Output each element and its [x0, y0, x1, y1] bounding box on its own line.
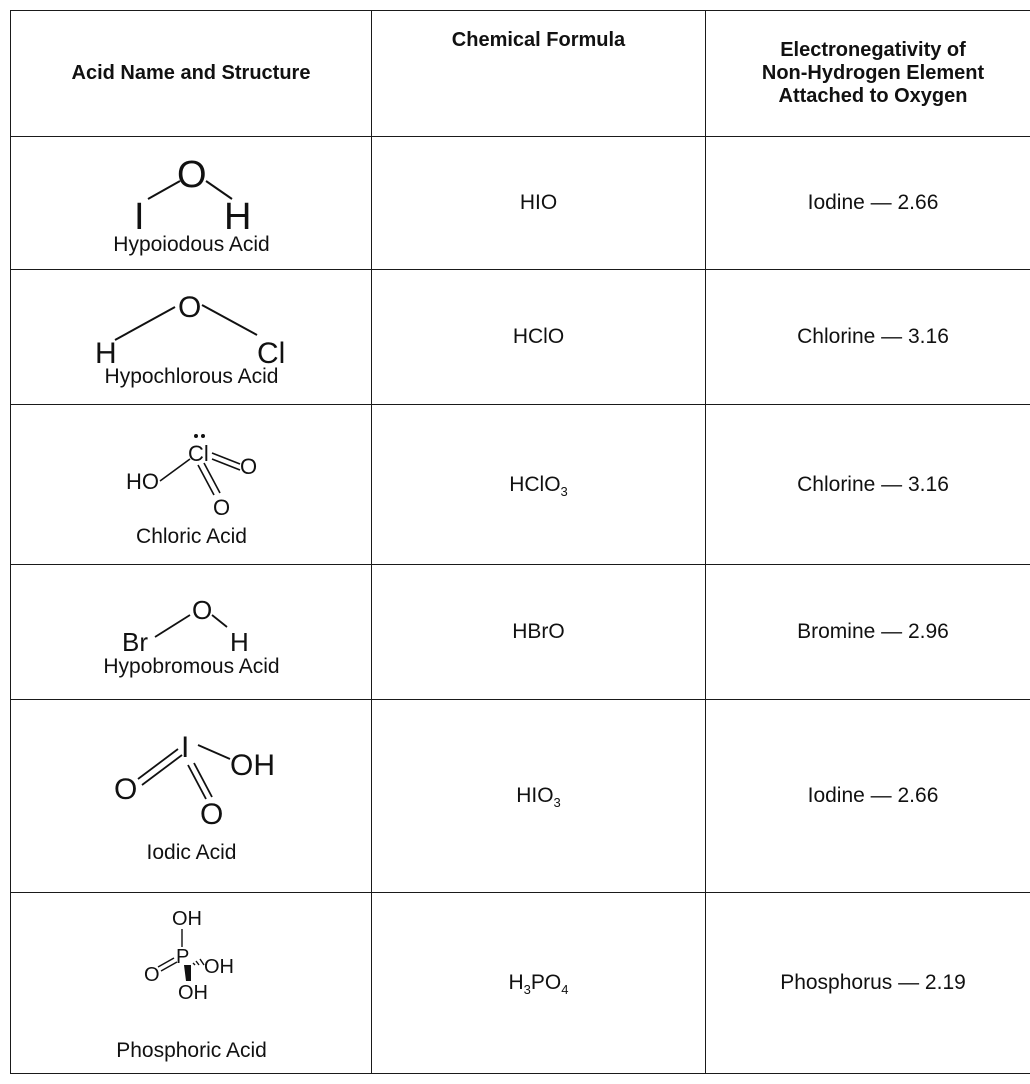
formula-cell: HBrO	[371, 564, 706, 700]
header-electronegativity-line1: Electronegativity of	[780, 39, 966, 61]
atom-label: Br	[122, 627, 148, 657]
acid-structure-cell: H O Cl Hypochlorous Acid	[10, 269, 372, 405]
atom-label: OH	[172, 908, 202, 930]
molecule-diagram: Br O H	[122, 595, 249, 657]
atom-label: O	[192, 595, 212, 625]
formula-cell: H3PO4	[371, 892, 706, 1074]
structure-hypobromous: Br O H Hypobromous Acid	[11, 585, 372, 679]
formula-cell: HIO	[371, 136, 706, 270]
chemical-formula: HIO	[519, 191, 558, 214]
atom-label: O	[213, 495, 230, 520]
electronegativity-cell: Chlorine — 3.16	[705, 404, 1030, 565]
table-row: O I OH O Iodic Acid HIO3 Iodine — 2.66	[10, 699, 1030, 893]
molecule-diagram: H O Cl	[95, 291, 285, 370]
header-acid-name: Acid Name and Structure	[10, 10, 372, 137]
acid-name: Chloric Acid	[136, 524, 247, 548]
structure-hypoiodous: I O H Hypoiodous Acid	[11, 149, 372, 257]
formula-cell: HClO	[371, 269, 706, 405]
atom-label: OH	[178, 982, 208, 1004]
acid-structure-cell: HO Cl O O Chloric Acid	[10, 404, 372, 565]
formula-cell: HClO3	[371, 404, 706, 565]
atom-label: O	[178, 291, 201, 324]
acid-structure-cell: OH O P OH OH Phosphoric Acid	[10, 892, 372, 1074]
chemical-formula: HBrO	[512, 620, 565, 643]
formula-cell: HIO3	[371, 699, 706, 893]
atom-label: O	[177, 154, 207, 196]
table-row: Br O H Hypobromous Acid HBrO Bromine — 2…	[10, 564, 1030, 700]
acid-name: Hypobromous Acid	[103, 655, 280, 678]
atom-label: O	[240, 454, 257, 479]
atom-label: O	[114, 773, 137, 806]
electronegativity-cell: Phosphorus — 2.19	[705, 892, 1030, 1074]
acid-name: Hypochlorous Acid	[104, 365, 279, 388]
chemical-formula: H3PO4	[508, 971, 569, 997]
atom-label: I	[134, 196, 145, 238]
header-electronegativity-line3: Attached to Oxygen	[778, 85, 968, 107]
header-chemical-formula: Chemical Formula	[371, 10, 706, 137]
atom-label: H	[224, 196, 251, 238]
structure-chloric: HO Cl O O Chloric Acid	[11, 421, 372, 549]
acid-name: Iodic Acid	[146, 841, 237, 864]
acid-name: Hypoiodous Acid	[113, 233, 270, 256]
structure-phosphoric: OH O P OH OH Phosphoric Acid	[11, 903, 372, 1063]
molecule-diagram: O I OH O	[114, 731, 275, 831]
acid-structure-cell: Br O H Hypobromous Acid	[10, 564, 372, 700]
chemical-formula: HIO3	[516, 784, 561, 810]
table-row: I O H Hypoiodous Acid HIO Iodine — 2.66	[10, 136, 1030, 270]
structure-iodic: O I OH O Iodic Acid	[11, 727, 372, 865]
electronegativity-cell: Bromine — 2.96	[705, 564, 1030, 700]
acid-structure-cell: I O H Hypoiodous Acid	[10, 136, 372, 270]
acids-table: Acid Name and Structure Chemical Formula…	[10, 10, 1030, 1074]
atom-label: P	[176, 946, 189, 968]
atom-label: OH	[204, 956, 234, 978]
structure-hypochlorous: H O Cl Hypochlorous Acid	[11, 285, 372, 389]
electronegativity-cell: Chlorine — 3.16	[705, 269, 1030, 405]
table-row: HO Cl O O Chloric Acid HClO3 Chlorine — …	[10, 404, 1030, 565]
electronegativity-cell: Iodine — 2.66	[705, 699, 1030, 893]
header-row: Acid Name and Structure Chemical Formula…	[10, 10, 1030, 137]
header-electronegativity: Electronegativity of Non-Hydrogen Elemen…	[705, 10, 1030, 137]
table-row: OH O P OH OH Phosphoric Acid H3PO4 Phosp…	[10, 892, 1030, 1074]
molecule-diagram: OH O P OH OH	[144, 908, 234, 1004]
table-row: H O Cl Hypochlorous Acid HClO Chlorine —…	[10, 269, 1030, 405]
chemical-formula: HClO	[512, 325, 565, 348]
atom-label: Cl	[188, 441, 209, 466]
atom-label: O	[200, 798, 223, 831]
atom-label: Cl	[257, 337, 285, 370]
electronegativity-cell: Iodine — 2.66	[705, 136, 1030, 270]
header-electronegativity-line2: Non-Hydrogen Element	[761, 62, 985, 84]
acid-name: Phosphoric Acid	[116, 1039, 267, 1062]
molecule-diagram: HO Cl O O	[126, 433, 257, 520]
acid-structure-cell: O I OH O Iodic Acid	[10, 699, 372, 893]
atom-label: H	[230, 627, 249, 657]
atom-label: O	[144, 964, 160, 986]
molecule-diagram: I O H	[134, 154, 251, 238]
atom-label: I	[181, 731, 189, 764]
atom-label: HO	[126, 469, 159, 494]
atom-label: H	[95, 337, 117, 370]
atom-label: OH	[230, 749, 275, 782]
chemical-formula: HClO3	[509, 472, 568, 499]
